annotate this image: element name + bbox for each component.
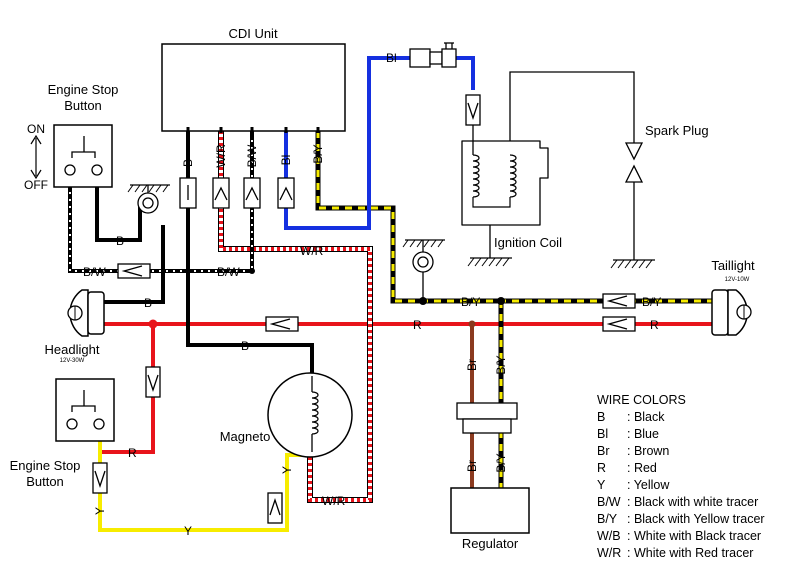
ignition-coil xyxy=(461,125,549,226)
switch-off-label: OFF xyxy=(24,178,48,192)
legend-name: : Blue xyxy=(627,427,659,441)
regulator-label: Regulator xyxy=(462,536,519,551)
junction-bw xyxy=(249,268,255,274)
taillight-label: Taillight xyxy=(711,258,755,273)
junction-r-branch xyxy=(148,319,158,329)
wire-wr xyxy=(218,131,373,503)
label-y-magneto: Y xyxy=(280,466,294,474)
label-b-headlight: B xyxy=(144,296,152,310)
label-cdi-bl: Bl xyxy=(279,155,293,166)
spark-plug-icon xyxy=(624,142,644,183)
label-br-upper: Br xyxy=(465,359,479,371)
label-b-ground: B xyxy=(116,234,124,248)
label-y-bottom: Y xyxy=(184,524,192,538)
connector-y-magneto xyxy=(267,492,283,524)
legend-code: B/Y xyxy=(597,512,618,526)
ground-symbol-coil xyxy=(467,257,512,267)
headlight-label: Headlight xyxy=(45,342,100,357)
cdi-unit-title: CDI Unit xyxy=(228,26,278,41)
label-cdi-wr: W/R xyxy=(214,144,228,168)
engine-stop-label-bottom-1: Engine Stop xyxy=(10,458,81,473)
taillight-icon xyxy=(711,289,752,336)
connector-bl-top xyxy=(409,42,457,68)
connector-cdi-wr xyxy=(212,177,230,209)
connector-r-tail xyxy=(602,316,636,332)
wire-b-cdi xyxy=(186,131,314,380)
label-by-lower: B/Y xyxy=(494,453,508,472)
wire-b-ground xyxy=(95,185,142,242)
legend-name: : Black xyxy=(627,410,665,424)
connector-r-main xyxy=(265,316,299,332)
label-br-lower: Br xyxy=(465,460,479,472)
on-off-arrow-icon xyxy=(30,134,42,180)
label-wr-bottom: W/R xyxy=(322,494,346,508)
connector-cdi-bl xyxy=(277,177,295,209)
regulator-connector xyxy=(456,402,518,434)
legend-code: W/R xyxy=(597,546,621,560)
label-r-lower: R xyxy=(128,446,137,460)
engine-stop-label-top-1: Engine Stop xyxy=(48,82,119,97)
connector-cdi-bw xyxy=(243,177,261,209)
label-r-tail: R xyxy=(650,318,659,332)
label-cdi-b: B xyxy=(181,159,195,167)
connector-cdi-b xyxy=(179,177,197,209)
label-bw-left: B/W xyxy=(83,265,106,279)
engine-stop-label-top-2: Button xyxy=(64,98,102,113)
legend-code: Bl xyxy=(597,427,608,441)
magneto-label: Magneto xyxy=(220,429,271,444)
switch-on-label: ON xyxy=(27,122,45,136)
spark-plug-label: Spark Plug xyxy=(645,123,709,138)
legend-title: WIRE COLORS xyxy=(597,393,686,407)
wire-bw-horizontal xyxy=(68,185,252,273)
legend-name: : Brown xyxy=(627,444,669,458)
legend-name: : Red xyxy=(627,461,657,475)
legend-name: : White with Red tracer xyxy=(627,546,753,560)
label-r-main: R xyxy=(413,318,422,332)
headlight-rating: 12V-30W xyxy=(60,358,85,364)
label-b-magneto: B xyxy=(241,339,249,353)
connector-by-tail xyxy=(602,293,636,309)
ground-terminal-2 xyxy=(402,239,445,301)
legend-code: B/W xyxy=(597,495,621,509)
label-cdi-bw: B/W xyxy=(245,144,259,167)
legend-code: Y xyxy=(597,478,606,492)
junction-by-reg xyxy=(497,297,505,305)
ground-terminal-1 xyxy=(127,184,170,214)
legend-code: W/B xyxy=(597,529,621,543)
label-bw-right: B/W xyxy=(217,265,240,279)
label-wr-mid: W/R xyxy=(300,244,324,258)
junction-r-brown xyxy=(468,320,476,328)
legend-name: : White with Black tracer xyxy=(627,529,761,543)
label-y-left: Y xyxy=(93,507,107,515)
regulator-box xyxy=(450,487,530,534)
ignition-coil-label: Ignition Coil xyxy=(494,235,562,250)
taillight-rating: 12V-10W xyxy=(725,277,750,283)
magneto-icon xyxy=(267,372,353,458)
label-by-upper: B/Y xyxy=(494,355,508,374)
label-cdi-by: B/Y xyxy=(311,144,325,163)
engine-stop-label-bottom-2: Button xyxy=(26,474,64,489)
legend-name: : Black with Yellow tracer xyxy=(627,512,765,526)
legend-code: R xyxy=(597,461,606,475)
label-by-main: B/Y xyxy=(461,295,480,309)
engine-stop-button-bottom xyxy=(55,378,115,442)
engine-stop-button-top xyxy=(53,124,113,188)
wire-b-headlight xyxy=(104,225,165,304)
legend-name: : Black with white tracer xyxy=(627,495,758,509)
wire-y xyxy=(98,440,310,532)
cdi-unit xyxy=(161,43,346,133)
label-by-tail: B/Y xyxy=(642,295,661,309)
connector-y-left xyxy=(92,462,108,494)
legend-code: Br xyxy=(597,444,610,458)
legend-code: B xyxy=(597,410,605,424)
connector-ignition-coil xyxy=(465,94,481,126)
ground-symbol-plug xyxy=(610,259,655,269)
legend-name: : Yellow xyxy=(627,478,670,492)
connector-bw-horizontal xyxy=(117,263,151,279)
label-top-bl: Bl xyxy=(386,51,397,65)
headlight-icon xyxy=(67,289,105,337)
connector-r-branch xyxy=(145,366,161,398)
